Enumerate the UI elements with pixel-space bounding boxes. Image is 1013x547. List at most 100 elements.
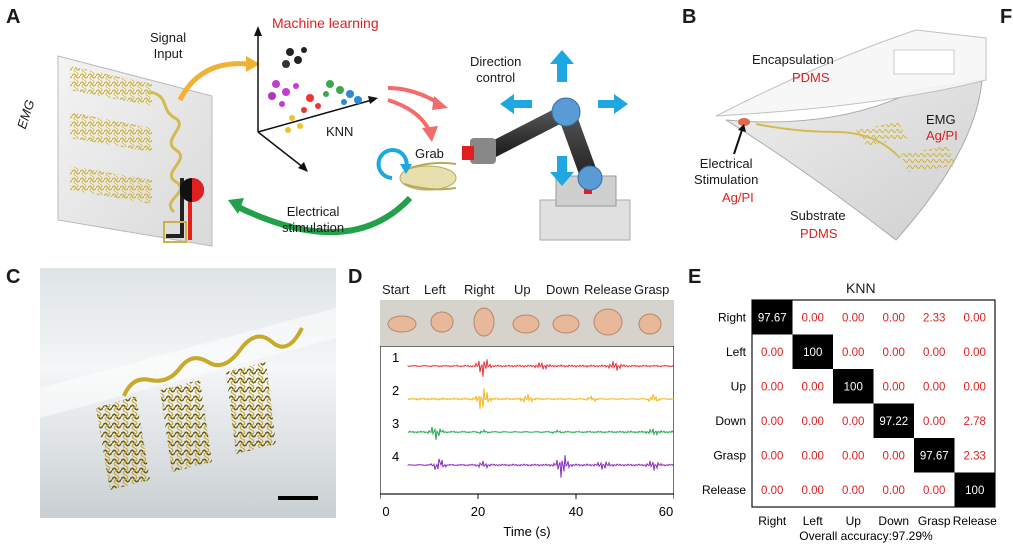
matrix-value: 0.00 bbox=[923, 416, 945, 428]
gesture-photo-strip bbox=[380, 300, 674, 346]
matrix-value: 0.00 bbox=[802, 416, 824, 428]
emg-trace bbox=[407, 455, 674, 478]
serpentine-wire bbox=[149, 90, 183, 214]
direction-control-label: Direction control bbox=[470, 54, 522, 85]
panel-letter-a: A bbox=[6, 6, 21, 28]
panel-letter-c: C bbox=[6, 266, 21, 288]
channel-label: 4 bbox=[392, 449, 399, 464]
panel-letter-b: B bbox=[682, 6, 697, 28]
matrix-value: 0.00 bbox=[802, 312, 824, 324]
matrix-value: 0.00 bbox=[761, 416, 783, 428]
matrix-value: 2.78 bbox=[964, 416, 986, 428]
electrical-stimulation-label: Electrical stimulation bbox=[282, 204, 345, 235]
panel-letter-edge: F bbox=[1000, 6, 1013, 28]
row-label: Left bbox=[726, 345, 747, 359]
matrix-value: 0.00 bbox=[842, 312, 864, 324]
matrix-value: 97.67 bbox=[920, 450, 949, 462]
signal-arrow bbox=[177, 61, 249, 102]
column-label: Down bbox=[878, 514, 909, 528]
matrix-value: 0.00 bbox=[964, 312, 986, 324]
substrate-layer bbox=[725, 79, 983, 241]
matrix-value: 0.00 bbox=[802, 450, 824, 462]
encapsulation-material-label: PDMS bbox=[792, 70, 830, 85]
gesture-label: Down bbox=[546, 282, 580, 297]
emg-trace bbox=[407, 426, 674, 440]
gesture-label: Grasp bbox=[634, 282, 670, 297]
stimulation-lead bbox=[166, 178, 184, 238]
electrode-array bbox=[160, 380, 212, 472]
confusion-matrix-title: KNN bbox=[846, 280, 876, 296]
confusion-matrix: 97.67 0.00 0.00 0.00 2.33 0.00 0.00 100 0.00 0.00… bbox=[702, 299, 997, 543]
emg-material-label: Ag/PI bbox=[926, 128, 958, 143]
stimulation-arrow bbox=[234, 195, 413, 236]
x-tick-label: 20 bbox=[471, 504, 485, 519]
row-label: Right bbox=[718, 310, 747, 324]
electrode-array bbox=[70, 66, 152, 106]
gesture-label: Up bbox=[514, 282, 531, 297]
panel-letter-d: D bbox=[348, 266, 363, 288]
row-label: Grasp bbox=[713, 448, 746, 462]
gesture-label: Left bbox=[424, 282, 446, 297]
matrix-value: 2.33 bbox=[964, 450, 986, 462]
x-tick-label: 0 bbox=[382, 504, 389, 519]
robot-hand bbox=[399, 161, 457, 191]
matrix-value: 0.00 bbox=[842, 347, 864, 359]
row-label: Release bbox=[702, 483, 746, 497]
stimulation-material-label: Ag/PI bbox=[722, 190, 754, 205]
gesture-label: Right bbox=[464, 282, 495, 297]
matrix-value: 2.33 bbox=[923, 312, 945, 324]
matrix-value: 0.00 bbox=[842, 416, 864, 428]
signal-input-label: Signal Input bbox=[150, 30, 187, 61]
encapsulation-label: Encapsulation bbox=[752, 52, 834, 67]
matrix-value: 97.22 bbox=[879, 416, 908, 428]
matrix-cell bbox=[914, 438, 955, 473]
matrix-cell bbox=[752, 300, 793, 335]
emg-trace bbox=[407, 388, 674, 410]
x-tick-label: 40 bbox=[569, 504, 583, 519]
emg-trace bbox=[407, 359, 674, 377]
matrix-value: 100 bbox=[803, 347, 822, 359]
matrix-value: 0.00 bbox=[883, 347, 905, 359]
serpentine-wire bbox=[122, 327, 304, 397]
matrix-value: 0.00 bbox=[761, 485, 783, 497]
electrode-array bbox=[96, 396, 150, 490]
robot-arm bbox=[462, 97, 631, 241]
stimulation-electrode bbox=[738, 118, 750, 126]
matrix-value: 0.00 bbox=[802, 381, 824, 393]
channel-label: 1 bbox=[392, 350, 399, 365]
row-label: Down bbox=[715, 414, 746, 428]
matrix-value: 0.00 bbox=[761, 450, 783, 462]
matrix-cell bbox=[954, 472, 995, 507]
column-label: Left bbox=[803, 514, 824, 528]
overall-accuracy-caption: Overall accuracy:97.29% bbox=[799, 529, 933, 543]
column-label: Up bbox=[846, 514, 862, 528]
matrix-value: 0.00 bbox=[923, 347, 945, 359]
matrix-value: 0.00 bbox=[923, 485, 945, 497]
emg-layer-label: EMG bbox=[926, 112, 956, 127]
ml-axes bbox=[254, 26, 378, 172]
substrate-label: Substrate bbox=[790, 208, 846, 223]
channel-label: 2 bbox=[392, 383, 399, 398]
direction-arrows bbox=[500, 50, 628, 186]
matrix-value: 0.00 bbox=[761, 347, 783, 359]
electrode-array bbox=[70, 166, 152, 204]
matrix-value: 0.00 bbox=[883, 381, 905, 393]
grab-arrow bbox=[376, 148, 409, 180]
x-axis-label: Time (s) bbox=[503, 524, 550, 539]
matrix-cell bbox=[873, 403, 914, 438]
grab-label: Grab bbox=[415, 146, 444, 161]
panel-b-illustration bbox=[715, 29, 987, 241]
channel-label: 3 bbox=[392, 416, 399, 431]
panel-c-photo bbox=[40, 268, 336, 518]
panel-letter-e: E bbox=[688, 266, 702, 288]
matrix-cell bbox=[833, 369, 874, 404]
matrix-value: 0.00 bbox=[761, 381, 783, 393]
electrode-array bbox=[70, 112, 152, 152]
electrode-array bbox=[226, 362, 276, 454]
matrix-value: 0.00 bbox=[883, 485, 905, 497]
row-label: Up bbox=[731, 379, 747, 393]
column-label: Right bbox=[758, 514, 787, 528]
matrix-cell bbox=[792, 334, 833, 369]
cluster-points bbox=[268, 47, 362, 133]
